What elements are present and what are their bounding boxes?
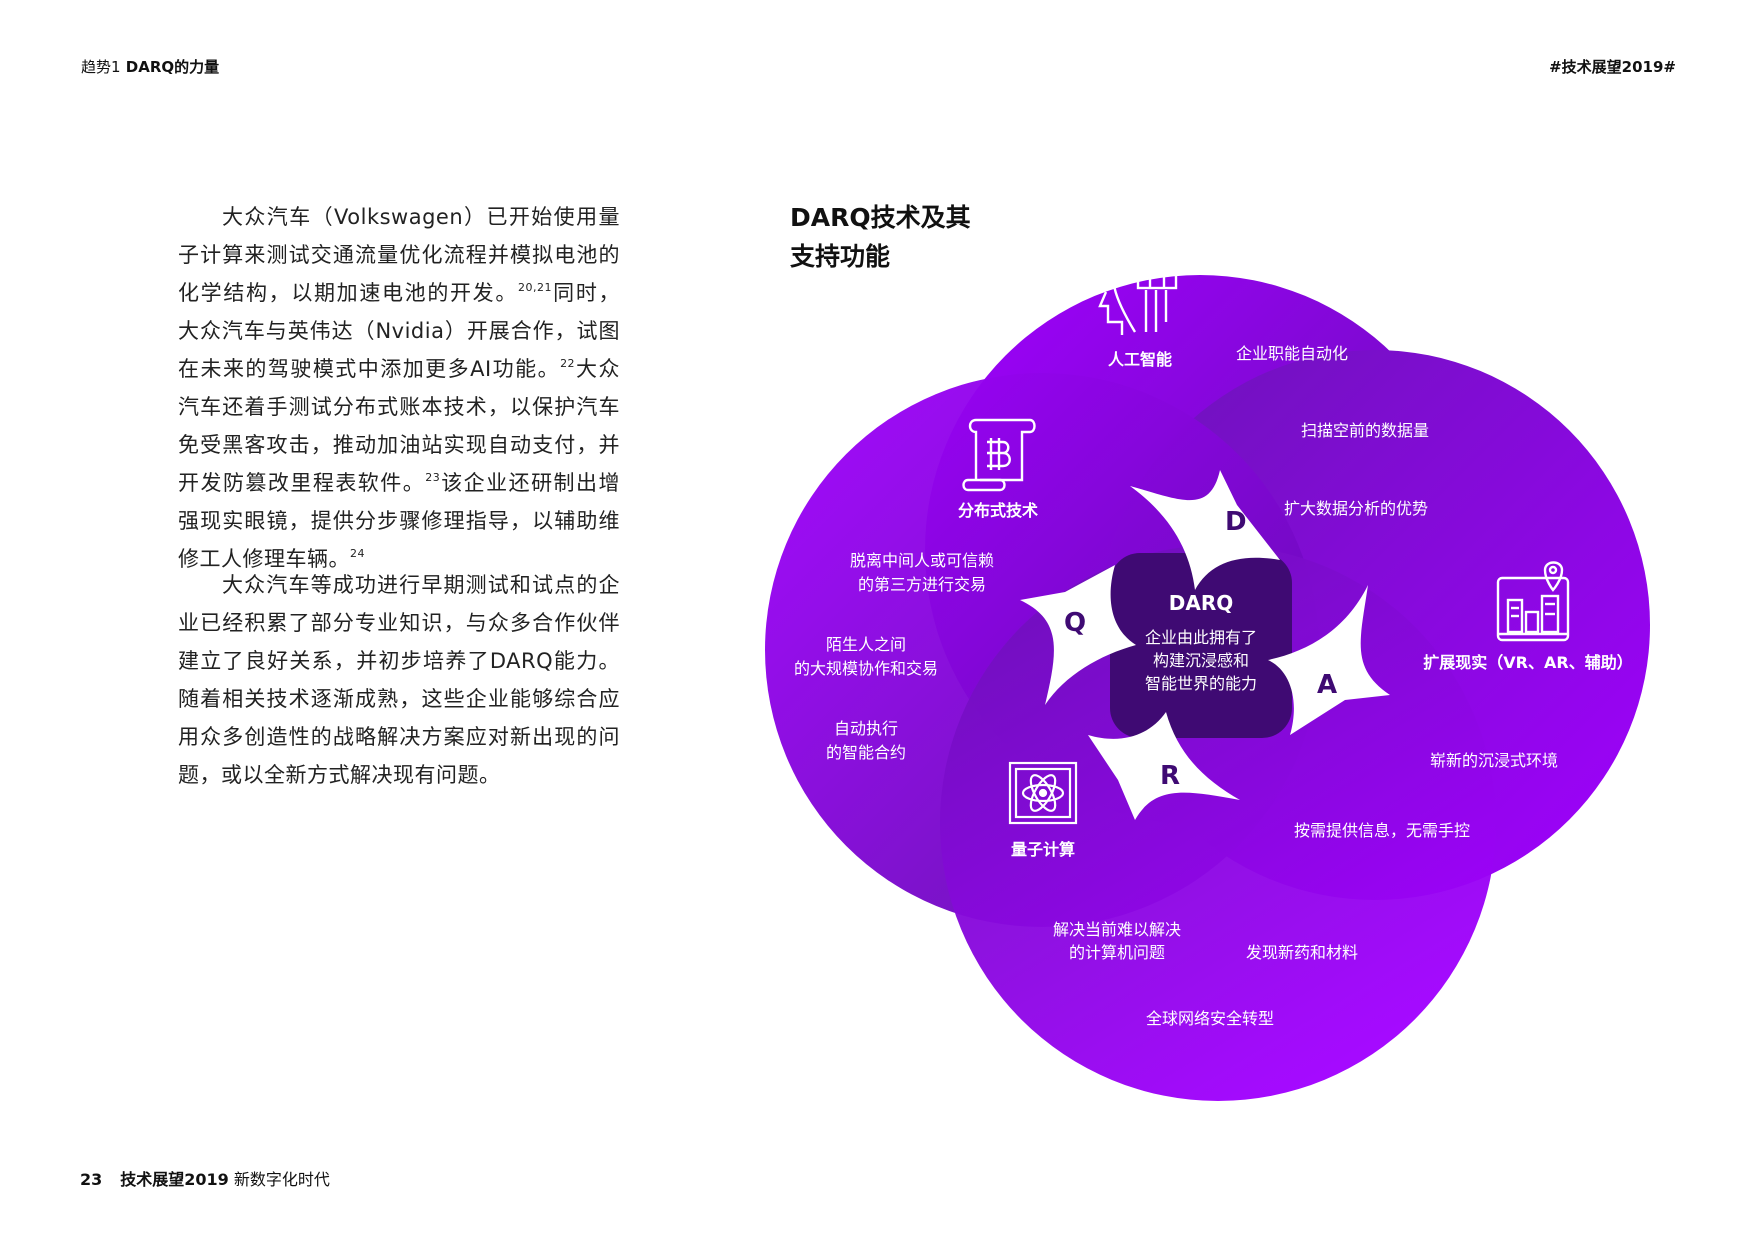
darq-center-box [1110,553,1292,738]
p1-text-4: 该企业还研制出增强现实眼镜，提供分步骤修理指导，以辅助维修工人修理车辆。 [178,471,621,571]
arrow-letter-a: A [1317,670,1337,700]
dlt-item-1-line1: 脱离中间人或可信赖 [850,551,994,570]
a-arrow-shape [1268,585,1390,735]
d-arrow-shape [1130,470,1280,590]
xr-city-map-icon [1496,561,1570,642]
xr-label: 扩展现实（VR、AR、辅助） [1423,653,1632,672]
body-paragraph-1: 大众汽车（Volkswagen）已开始使用量子计算来测试交通流量优化流程并模拟电… [178,198,620,578]
header-trend-title: DARQ的力量 [125,58,220,76]
footnote-ref-22: 22 [560,357,576,370]
qc-label: 量子计算 [1011,840,1075,859]
qc-item-3: 全球网络安全转型 [1146,1009,1274,1028]
dlt-item-3-line1: 自动执行 [834,719,898,738]
xr-item-1: 崭新的沉浸式环境 [1430,751,1558,770]
dlt-item-1-line2: 的第三方进行交易 [858,575,986,594]
q-arrow-shape [1020,565,1136,705]
dlt-item-2-line1: 陌生人之间 [826,635,906,654]
body-paragraph-2: 大众汽车等成功进行早期测试和试点的企业已经积累了部分专业知识，与众多合作伙伴建立… [178,566,620,794]
dlt-item-3-line2: 的智能合约 [826,743,906,762]
footnote-ref-23: 23 [425,471,441,484]
page-number: 23 [80,1170,103,1189]
ai-label: 人工智能 [1108,350,1172,369]
diagram-title-line1: DARQ技术及其 [790,203,971,232]
r-arrow-shape [1088,712,1240,820]
qc-item-1-line1: 解决当前难以解决 [1053,920,1181,939]
running-header-left: 趋势1 DARQ的力量 [81,56,219,77]
xr-item-2: 按需提供信息，无需手控 [1294,821,1470,840]
dlt-label: 分布式技术 [958,501,1038,520]
center-title: DARQ [1169,591,1233,615]
arrow-letter-r: R [1160,761,1180,791]
quantum-atom-chip-icon [1008,761,1078,825]
footnote-ref-20-21: 20,21 [518,281,552,294]
page-footer: 23 技术展望2019 新数字化时代 [80,1166,330,1190]
ai-item-1: 企业职能自动化 [1236,344,1348,363]
qc-item-1-line2: 的计算机问题 [1069,943,1165,962]
running-header-right: #技术展望2019# [1549,58,1676,76]
ai-item-3: 扩大数据分析的优势 [1284,499,1428,518]
center-line-2: 构建沉浸感和 [1153,651,1249,670]
footer-subtitle: 新数字化时代 [233,1170,330,1189]
p2-text: 大众汽车等成功进行早期测试和试点的企业已经积累了部分专业知识，与众多合作伙伴建立… [178,573,620,787]
center-line-3: 智能世界的能力 [1145,674,1257,693]
p1-text-2: 同时，大众汽车与英伟达（Nvidia）开展合作，试图在未来的驾驶模式中添加更多A… [178,281,620,381]
ai-item-2: 扫描空前的数据量 [1301,421,1429,440]
dlt-item-2-line2: 的大规模协作和交易 [794,659,938,678]
header-trend-label: 趋势1 [81,58,121,76]
footnote-ref-24: 24 [350,547,365,560]
qc-item-2: 发现新药和材料 [1246,943,1358,962]
p1-text-1: 大众汽车（Volkswagen）已开始使用量子计算来测试交通流量优化流程并模拟电… [178,205,620,305]
ai-head-icon [1098,253,1180,335]
diagram-title-line2: 支持功能 [790,242,890,271]
arrow-letter-q: Q [1064,608,1086,638]
arrow-letter-d: D [1225,507,1247,537]
footer-brand: 技术展望2019 [120,1170,229,1189]
bitcoin-scroll-icon [962,418,1036,492]
center-line-1: 企业由此拥有了 [1145,628,1257,647]
p1-text-3: 大众汽车还着手测试分布式账本技术，以保护汽车免受黑客攻击，推动加油站实现自动支付… [178,357,621,495]
